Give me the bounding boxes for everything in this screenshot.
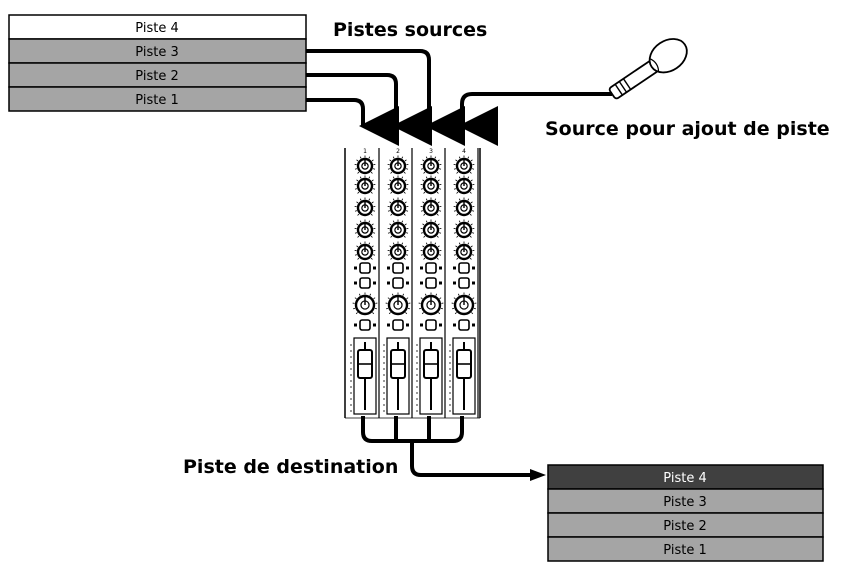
source-track-4-label: Piste 4	[135, 21, 178, 36]
eq-knob[interactable]	[420, 175, 442, 195]
extra-source-label: Source pour ajout de piste	[545, 118, 830, 140]
destination-track-2-label: Piste 2	[663, 519, 706, 534]
eq-knob[interactable]	[387, 175, 409, 195]
destination-track-3[interactable]: Piste 3	[547, 488, 824, 514]
cable-track-3	[306, 49, 465, 146]
destination-label: Piste de destination	[183, 456, 398, 478]
source-track-3-label: Piste 3	[135, 45, 178, 60]
eq-knob[interactable]	[387, 241, 409, 261]
channel-number: 3	[429, 148, 433, 155]
eq-knob[interactable]	[354, 175, 376, 195]
switch-button[interactable]	[420, 277, 442, 289]
destination-track-1-label: Piste 1	[663, 543, 706, 558]
channel-number: 1	[363, 148, 367, 155]
source-track-2[interactable]: Piste 2	[8, 62, 307, 88]
input-cables	[306, 49, 612, 146]
eq-knob[interactable]	[453, 155, 475, 175]
switch-button[interactable]	[420, 262, 442, 274]
switch-button[interactable]	[453, 262, 475, 274]
eq-knob[interactable]	[420, 197, 442, 217]
eq-knob[interactable]	[453, 241, 475, 261]
microphone-icon	[608, 38, 688, 100]
sources-label: Pistes sources	[333, 19, 487, 41]
eq-knob[interactable]	[453, 219, 475, 239]
channel-fader[interactable]	[350, 337, 377, 415]
destination-track-3-label: Piste 3	[663, 495, 706, 510]
pan-knob[interactable]	[418, 292, 444, 316]
channel-number: 2	[396, 148, 400, 155]
switch-button[interactable]	[453, 277, 475, 289]
eq-knob[interactable]	[420, 219, 442, 239]
source-track-3[interactable]: Piste 3	[8, 38, 307, 64]
pan-knob[interactable]	[385, 292, 411, 316]
mute-button[interactable]	[354, 319, 376, 331]
destination-track-4-label: Piste 4	[663, 471, 706, 486]
channel-fader[interactable]	[383, 337, 410, 415]
output-bus	[361, 416, 546, 481]
eq-knob[interactable]	[354, 197, 376, 217]
destination-track-4[interactable]: Piste 4	[547, 464, 824, 490]
channel-fader[interactable]	[416, 337, 443, 415]
eq-knob[interactable]	[354, 155, 376, 175]
source-track-1[interactable]: Piste 1	[8, 86, 307, 112]
channel-strip-1: 1	[350, 148, 380, 418]
switch-button[interactable]	[354, 262, 376, 274]
eq-knob[interactable]	[420, 155, 442, 175]
channel-strip-2: 2	[383, 148, 413, 418]
bus-to-destination	[410, 441, 532, 477]
eq-knob[interactable]	[453, 197, 475, 217]
source-track-1-label: Piste 1	[135, 93, 178, 108]
eq-knob[interactable]	[387, 155, 409, 175]
source-track-stack: Piste 4 Piste 3 Piste 2 Piste 1	[8, 14, 307, 112]
eq-knob[interactable]	[354, 219, 376, 239]
eq-knob[interactable]	[420, 241, 442, 261]
pan-knob[interactable]	[352, 292, 378, 316]
eq-knob[interactable]	[387, 197, 409, 217]
channel-fader[interactable]	[449, 337, 476, 415]
destination-track-1[interactable]: Piste 1	[547, 536, 824, 562]
destination-arrowhead	[530, 469, 546, 481]
channel-number: 4	[462, 148, 466, 155]
switch-button[interactable]	[387, 262, 409, 274]
source-track-2-label: Piste 2	[135, 69, 178, 84]
destination-track-stack: Piste 4 Piste 3 Piste 2 Piste 1	[547, 464, 824, 562]
eq-knob[interactable]	[354, 241, 376, 261]
mute-button[interactable]	[453, 319, 475, 331]
pan-knob[interactable]	[451, 292, 477, 316]
eq-knob[interactable]	[387, 219, 409, 239]
source-track-4[interactable]: Piste 4	[8, 14, 307, 40]
channel-strip-3: 3	[416, 148, 446, 418]
mute-button[interactable]	[420, 319, 442, 331]
mixer-console: 1 2 3 4	[344, 148, 481, 419]
bus-combiner	[361, 416, 464, 443]
switch-button[interactable]	[387, 277, 409, 289]
eq-knob[interactable]	[453, 175, 475, 195]
cable-track-2	[306, 73, 432, 146]
switch-button[interactable]	[354, 277, 376, 289]
cable-microphone	[458, 92, 612, 146]
cable-track-1	[306, 98, 399, 146]
destination-track-2[interactable]: Piste 2	[547, 512, 824, 538]
mute-button[interactable]	[387, 319, 409, 331]
channel-strip-4: 4	[449, 148, 479, 418]
